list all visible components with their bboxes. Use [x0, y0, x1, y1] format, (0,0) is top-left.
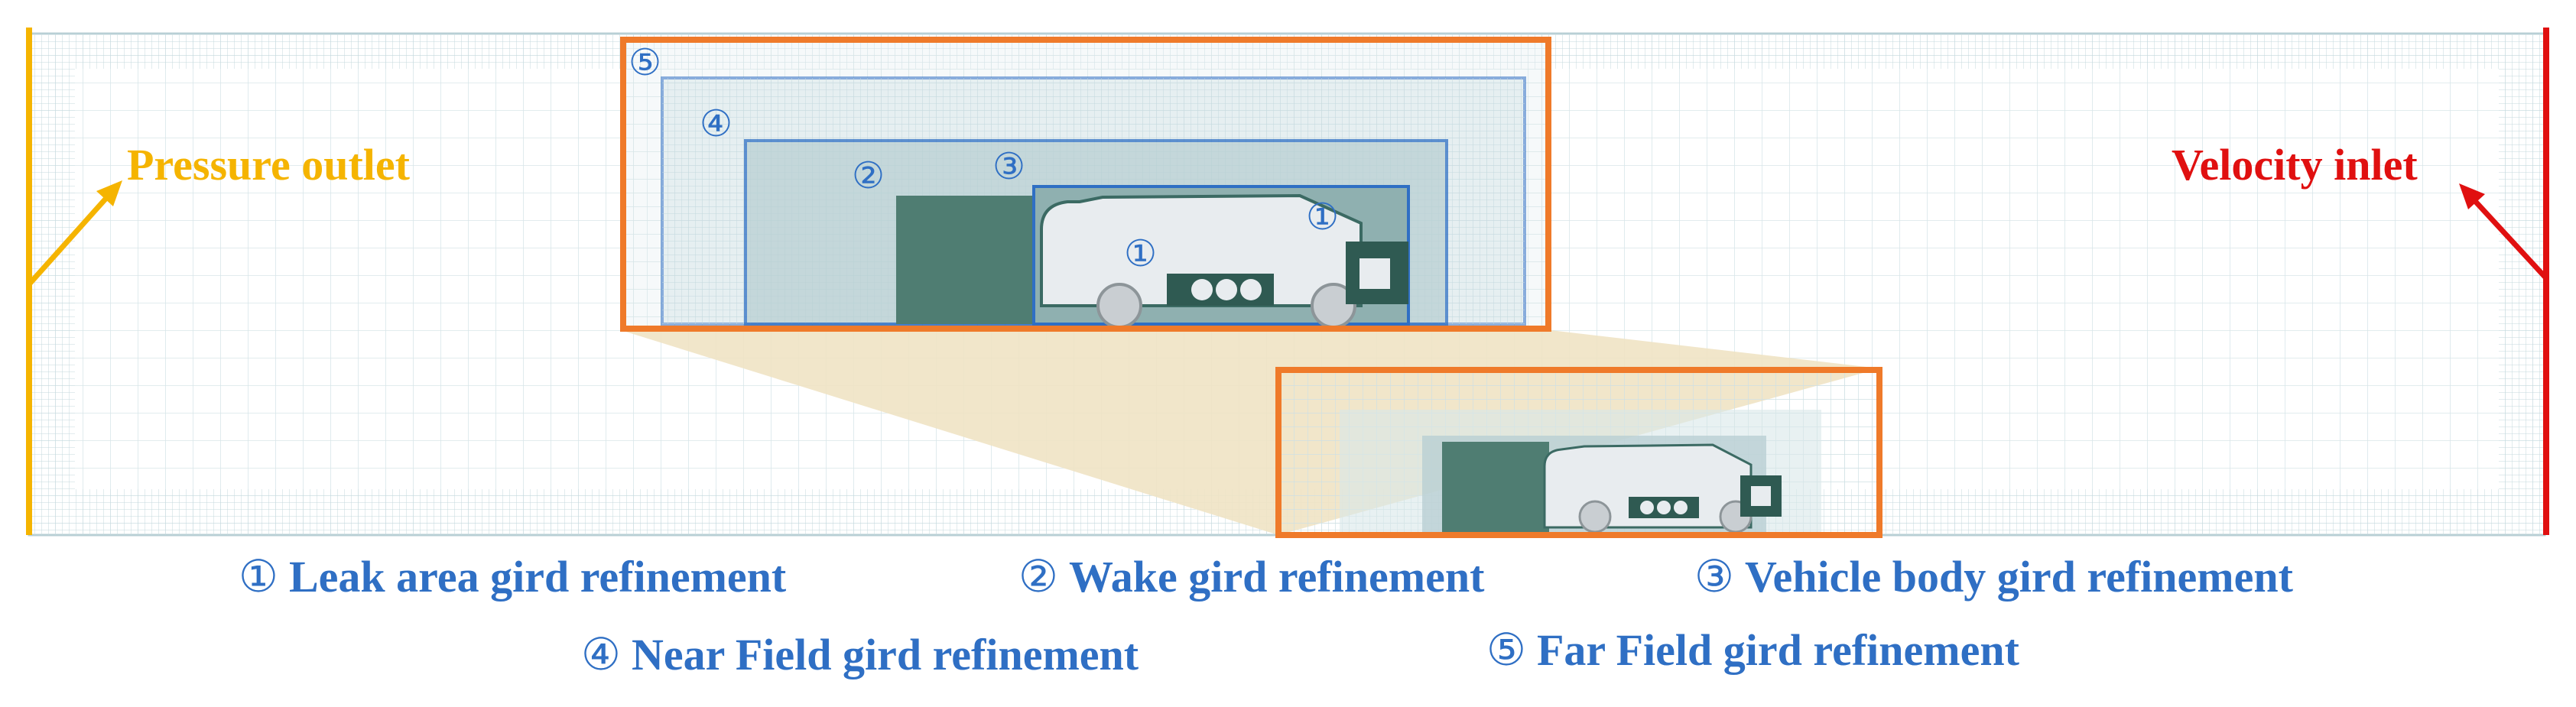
front-wheel	[1096, 283, 1142, 329]
inset-front-wheel	[1578, 500, 1612, 533]
zone-marker-2: ②	[852, 154, 885, 197]
legend-number: ④	[581, 628, 621, 680]
leak-area-core	[1359, 258, 1390, 289]
legend-text: Near Field gird refinement	[632, 630, 1139, 679]
inset-frame	[1275, 367, 1882, 538]
domain-fine-band-right	[2499, 69, 2545, 489]
velocity-inlet-arrowhead	[2459, 183, 2485, 209]
pressure-outlet-arrowhead	[96, 180, 122, 206]
battery-cell	[1216, 279, 1237, 300]
zone-marker-1-body: ①	[1124, 232, 1157, 275]
battery-cell	[1191, 279, 1213, 300]
legend-number: ③	[1694, 550, 1734, 602]
pressure-outlet-arrow	[27, 195, 109, 287]
inset-battery-cell	[1674, 501, 1688, 514]
legend-number: ⑤	[1486, 624, 1526, 676]
wake-zone	[896, 196, 1034, 324]
zone-marker-1-leak: ①	[1306, 196, 1339, 238]
legend-number: ①	[239, 550, 278, 602]
pressure-outlet-label: Pressure outlet	[127, 140, 410, 190]
inset-wake-zone	[1442, 442, 1549, 535]
battery-cell	[1240, 279, 1262, 300]
inset-leak-core	[1751, 486, 1771, 506]
zone-marker-5: ⑤	[629, 41, 661, 84]
zone-marker-4: ④	[700, 102, 733, 145]
inset-view	[1275, 367, 1882, 538]
legend-text: Wake gird refinement	[1069, 552, 1485, 602]
vehicle-body	[1040, 193, 1363, 307]
legend-text: Vehicle body gird refinement	[1745, 552, 2293, 602]
zoom-detail-frame	[620, 37, 1551, 332]
velocity-inlet-label: Velocity inlet	[2172, 140, 2418, 190]
velocity-inlet-arrow	[2472, 198, 2548, 281]
inset-battery-cell	[1657, 501, 1671, 514]
legend-text: Far Field gird refinement	[1537, 625, 2019, 675]
inset-battery-cell	[1640, 501, 1654, 514]
zoom-detail: ⑤ ④ ③ ② ① ①	[620, 37, 1551, 332]
zone-marker-3: ③	[992, 145, 1025, 188]
legend-number: ②	[1018, 550, 1058, 602]
legend-text: Leak area gird refinement	[289, 552, 787, 602]
